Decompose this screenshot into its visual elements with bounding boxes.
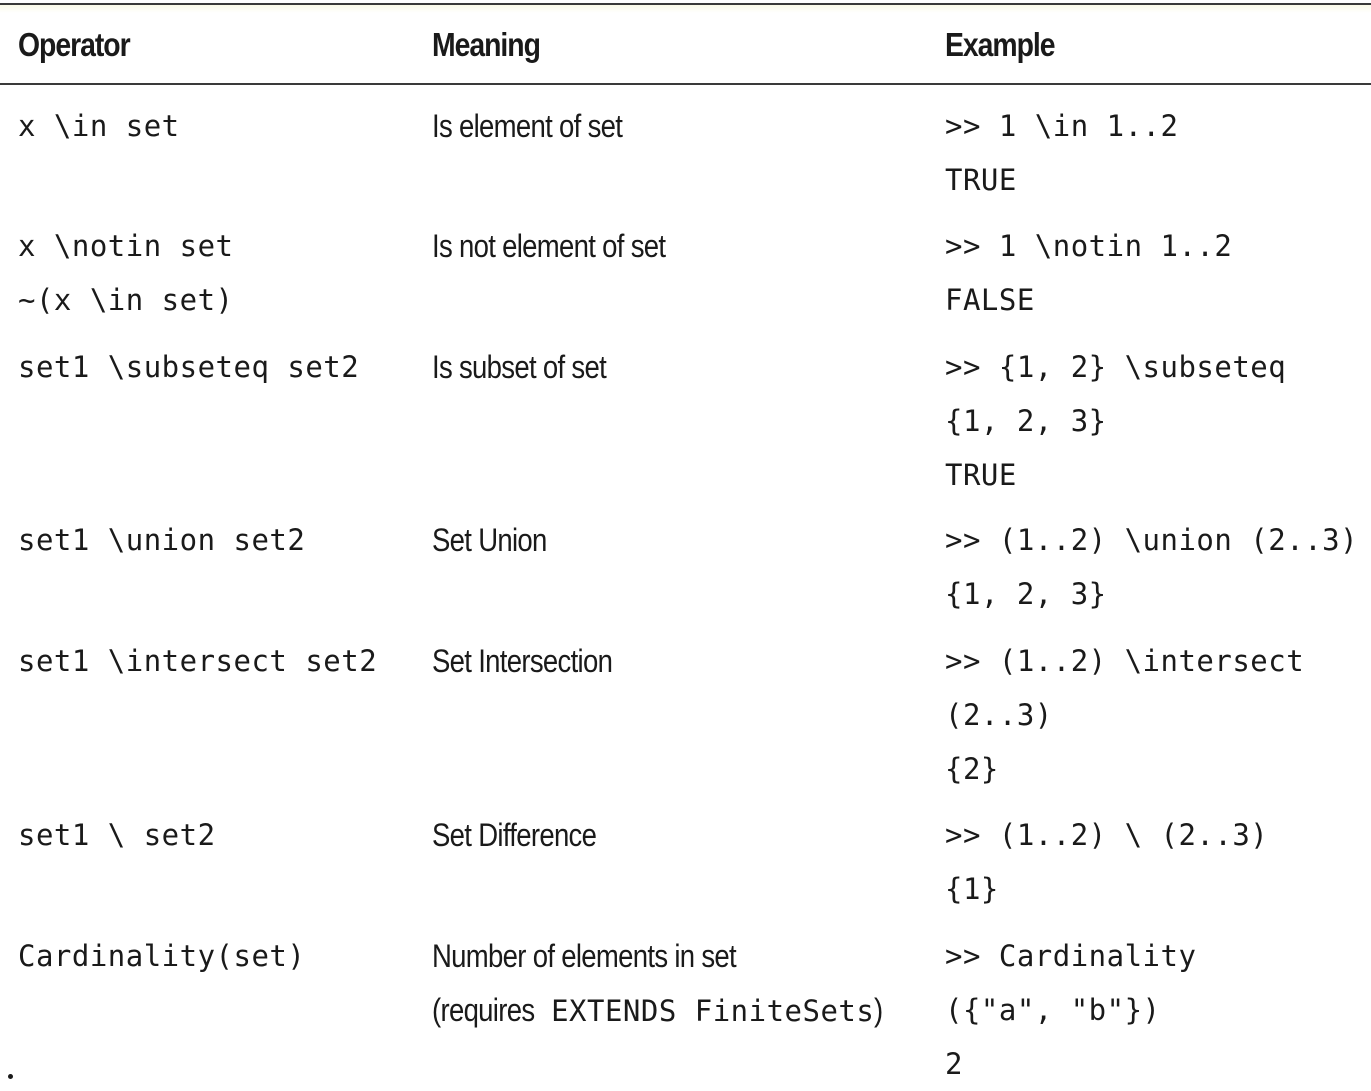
table-header-row: Operator Meaning Example bbox=[18, 26, 1371, 84]
meaning-cell: Set Difference bbox=[432, 808, 623, 862]
example-line: >> (1..2) \intersect bbox=[945, 644, 1305, 678]
example-line-continued: {1, 2, 3} bbox=[945, 404, 1107, 438]
meaning-note: (requires EXTENDS FiniteSets) bbox=[432, 983, 884, 1037]
example-cell: >> Cardinality ({"a", "b"}) 2 bbox=[945, 929, 1196, 1091]
meaning-text: Is element of set bbox=[432, 108, 623, 144]
operator-cell: set1 \subseteq set2 bbox=[18, 340, 359, 394]
meaning-text: Set Difference bbox=[432, 817, 597, 853]
table-top-rule bbox=[0, 3, 1371, 5]
operator-text: x \notin set bbox=[18, 229, 234, 263]
stray-dot bbox=[8, 1074, 13, 1079]
operator-text: set1 \subseteq set2 bbox=[18, 350, 360, 384]
meaning-cell: Number of elements in set (requires EXTE… bbox=[432, 929, 884, 1037]
meaning-text: Number of elements in set bbox=[432, 938, 737, 974]
example-cell: >> (1..2) \ (2..3) {1} bbox=[945, 808, 1268, 916]
meaning-text: Is subset of set bbox=[432, 349, 607, 385]
example-line: >> 1 \in 1..2 bbox=[945, 109, 1179, 143]
example-result: TRUE bbox=[945, 458, 1017, 492]
example-cell: >> 1 \notin 1..2 FALSE bbox=[945, 219, 1232, 327]
operator-cell: x \notin set ~(x \in set) bbox=[18, 219, 234, 327]
meaning-cell: Set Intersection bbox=[432, 634, 642, 688]
operator-text: Cardinality(set) bbox=[18, 939, 306, 973]
example-result: TRUE bbox=[945, 163, 1017, 197]
header-example: Example bbox=[945, 26, 1056, 63]
header-rule bbox=[0, 83, 1371, 85]
example-cell: >> {1, 2} \subseteq {1, 2, 3} TRUE bbox=[945, 340, 1286, 502]
meaning-note-suffix: ) bbox=[874, 992, 883, 1028]
operator-text: x \in set bbox=[18, 109, 180, 143]
meaning-cell: Is subset of set bbox=[432, 340, 634, 394]
meaning-cell: Is element of set bbox=[432, 99, 653, 153]
example-result: {1} bbox=[945, 872, 999, 906]
example-line: >> {1, 2} \subseteq bbox=[945, 350, 1287, 384]
example-cell: >> 1 \in 1..2 TRUE bbox=[945, 99, 1178, 207]
header-meaning: Meaning bbox=[432, 26, 541, 63]
operator-text: set1 \ set2 bbox=[18, 818, 216, 852]
example-line: >> (1..2) \ (2..3) bbox=[945, 818, 1269, 852]
meaning-text: Set Intersection bbox=[432, 643, 613, 679]
example-line: >> 1 \notin 1..2 bbox=[945, 229, 1233, 263]
table-top-tint bbox=[0, 5, 1371, 13]
operator-cell: set1 \ set2 bbox=[18, 808, 216, 862]
header-operator: Operator bbox=[18, 26, 131, 63]
example-result: {1, 2, 3} bbox=[945, 577, 1107, 611]
meaning-cell: Is not element of set bbox=[432, 219, 703, 273]
meaning-note-prefix: (requires bbox=[432, 992, 535, 1028]
example-cell: >> (1..2) \intersect (2..3) {2} bbox=[945, 634, 1304, 796]
operator-text: set1 \intersect set2 bbox=[18, 644, 378, 678]
meaning-text: Is not element of set bbox=[432, 228, 666, 264]
example-result: FALSE bbox=[945, 283, 1035, 317]
operator-alt-text: ~(x \in set) bbox=[18, 283, 234, 317]
operator-text: set1 \union set2 bbox=[18, 523, 306, 557]
example-result: 2 bbox=[945, 1047, 963, 1081]
example-line: >> Cardinality bbox=[945, 939, 1197, 973]
example-line-continued: ({"a", "b"}) bbox=[945, 993, 1161, 1027]
example-line-continued: (2..3) bbox=[945, 698, 1053, 732]
operator-cell: x \in set bbox=[18, 99, 180, 153]
operator-cell: set1 \union set2 bbox=[18, 513, 305, 567]
example-line: >> (1..2) \union (2..3) bbox=[945, 523, 1359, 557]
operator-cell: Cardinality(set) bbox=[18, 929, 305, 983]
meaning-text: Set Union bbox=[432, 522, 547, 558]
meaning-cell: Set Union bbox=[432, 513, 565, 567]
meaning-note-code: EXTENDS FiniteSets bbox=[551, 994, 875, 1028]
example-result: {2} bbox=[945, 752, 999, 786]
example-cell: >> (1..2) \union (2..3) {1, 2, 3} bbox=[945, 513, 1358, 621]
operator-cell: set1 \intersect set2 bbox=[18, 634, 377, 688]
